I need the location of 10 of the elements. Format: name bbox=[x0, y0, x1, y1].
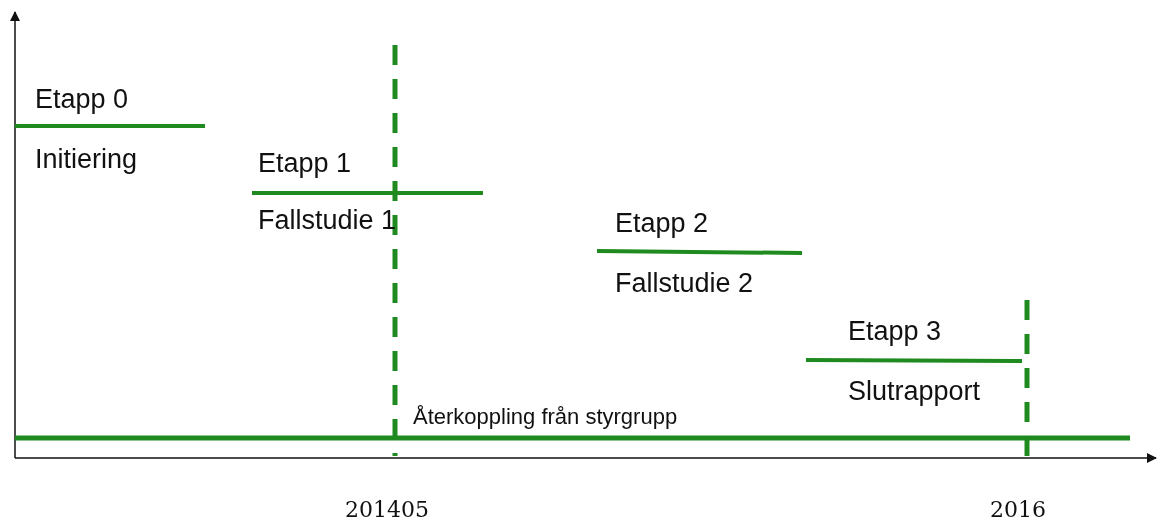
date-label: 201405 bbox=[345, 497, 429, 523]
phase-title: Etapp 1 bbox=[258, 148, 352, 178]
phase-title: Etapp 2 bbox=[615, 208, 709, 238]
phase-name: Fallstudie 2 bbox=[615, 268, 754, 298]
phase-title: Etapp 3 bbox=[848, 316, 942, 346]
date-label: 2016 bbox=[990, 497, 1046, 523]
phase-name: Initiering bbox=[35, 144, 138, 174]
phase-title: Etapp 0 bbox=[35, 84, 129, 114]
bar-label: Återkoppling från styrgrupp bbox=[413, 405, 678, 429]
phase-name: Slutrapport bbox=[848, 376, 981, 406]
